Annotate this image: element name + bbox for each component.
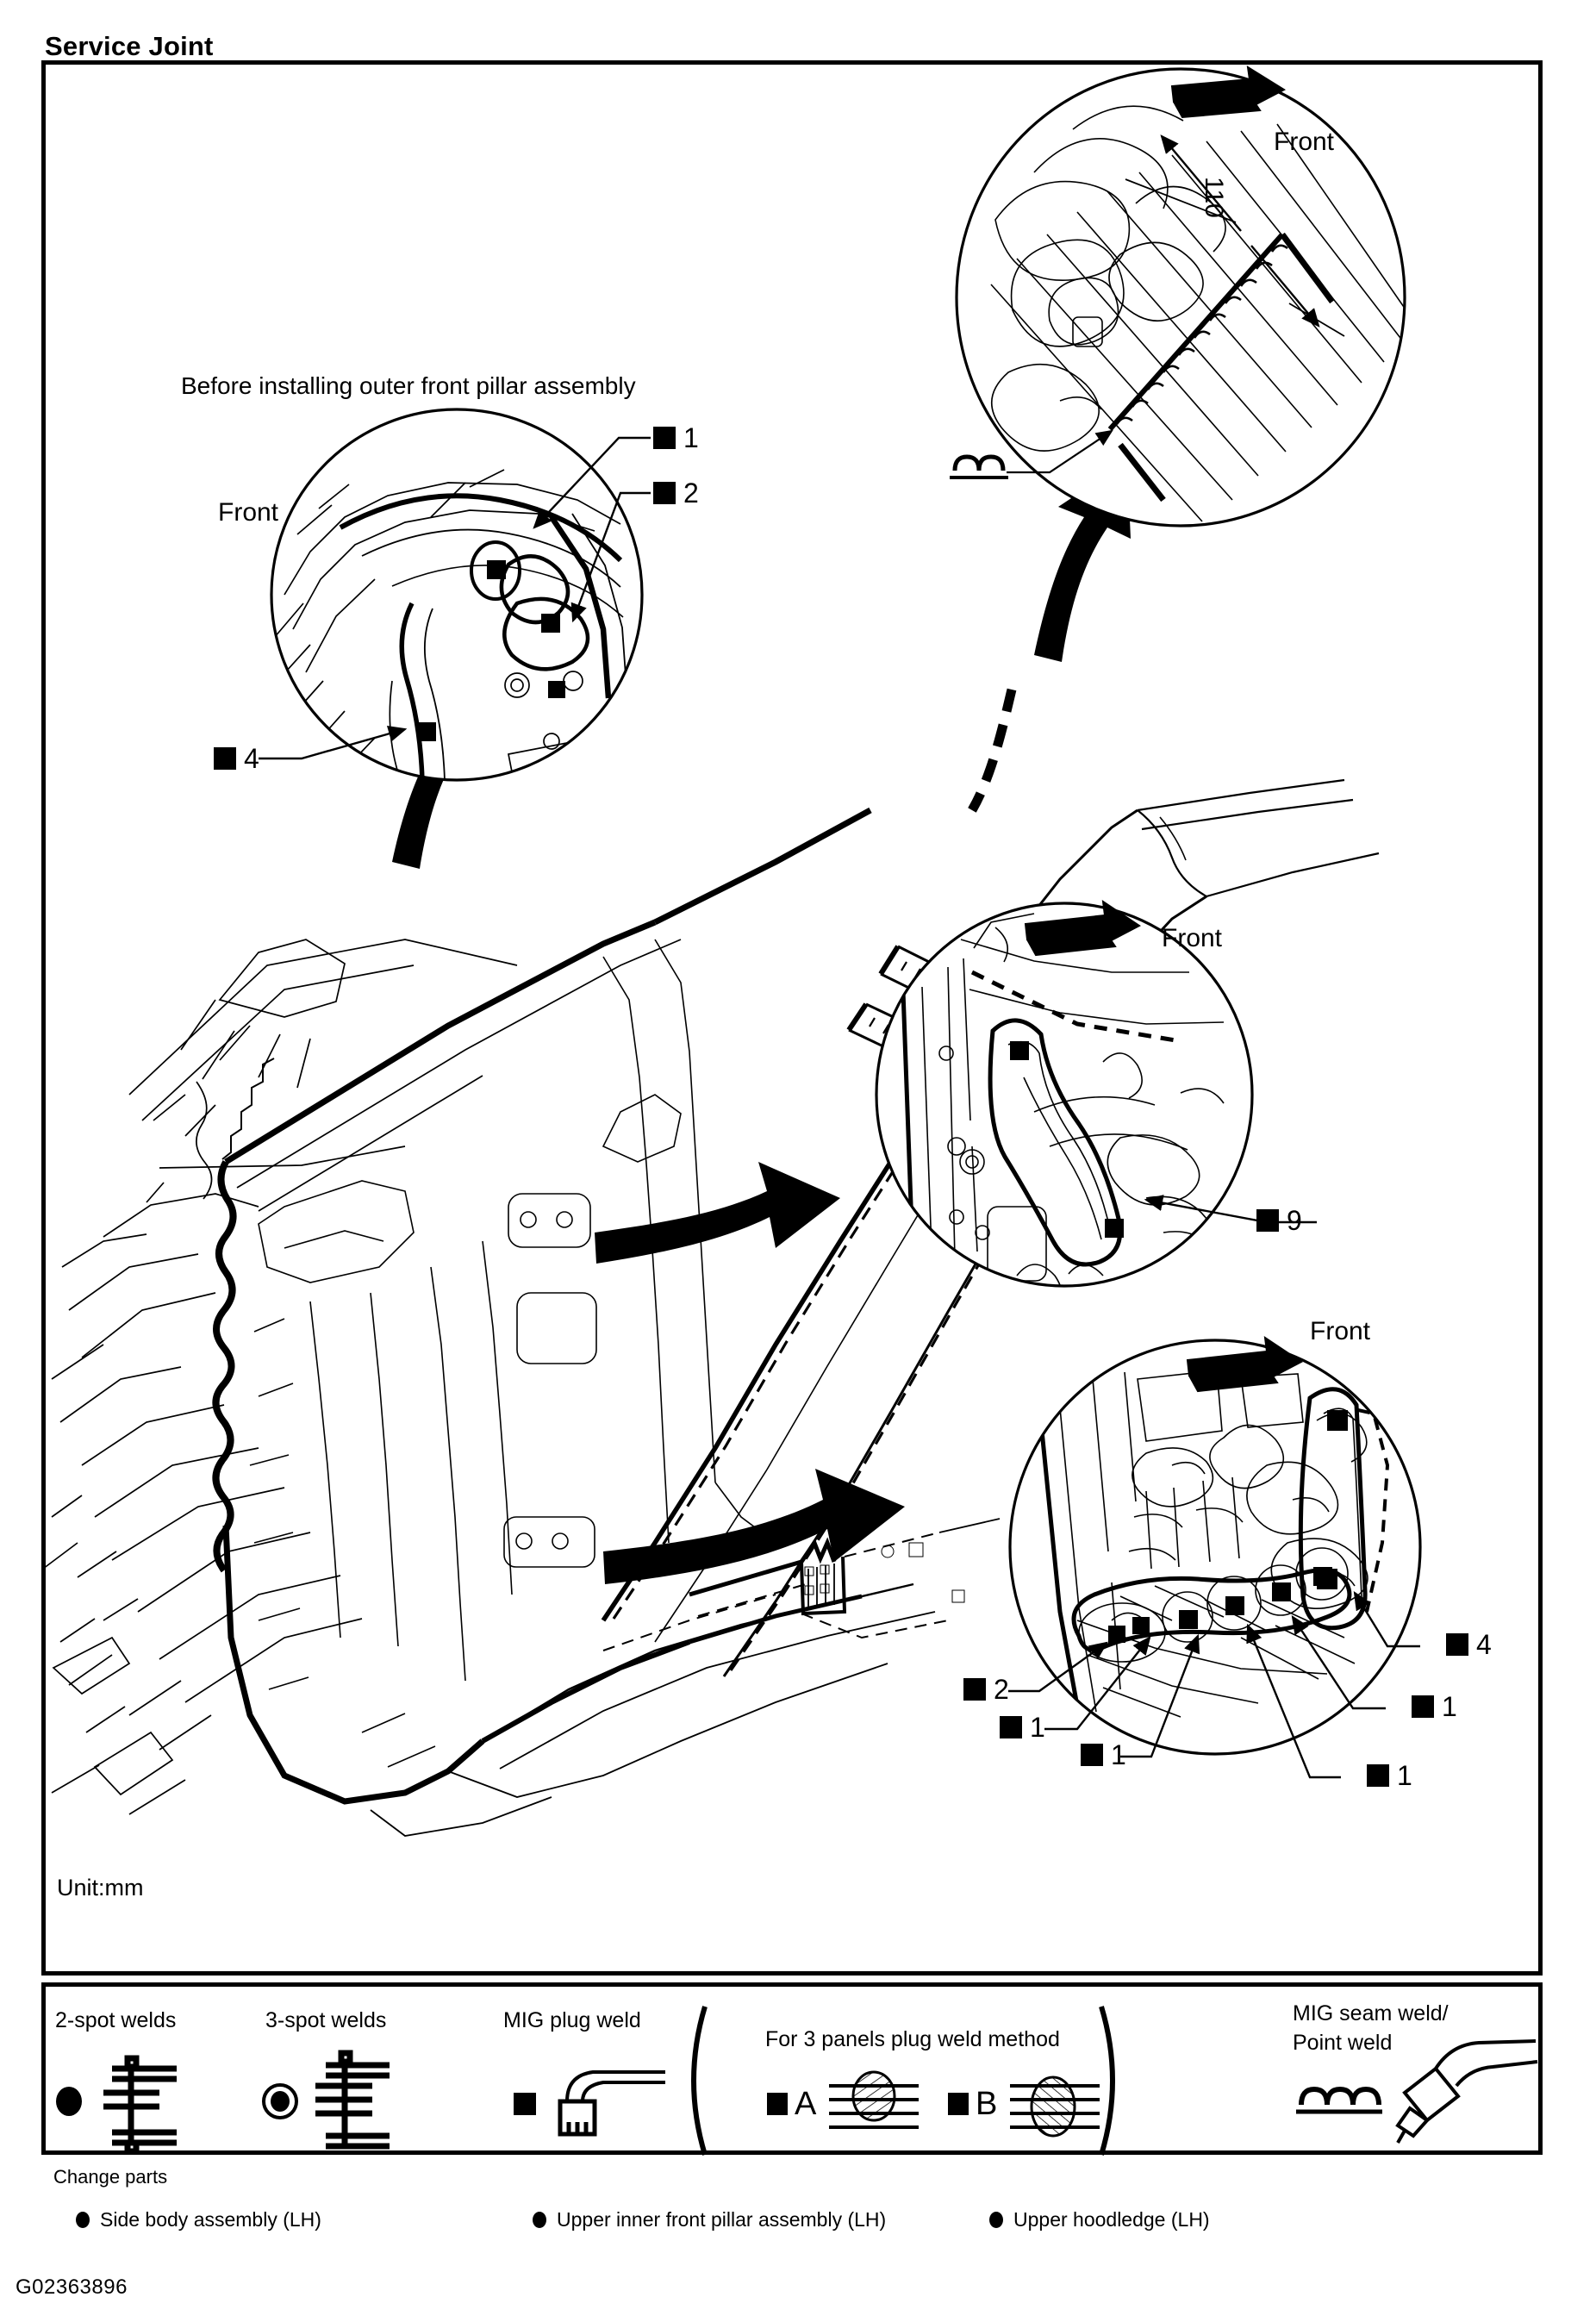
change-part-item-1: Side body assembly (LH) [76, 2208, 321, 2231]
legend-frame [41, 1982, 1543, 2155]
legend-option-b-glyph [948, 2075, 1100, 2138]
callout-number: 1 [1030, 1712, 1045, 1743]
legend-group-heading: For 3 panels plug weld method [765, 2027, 1060, 2051]
plug-weld-square-icon [214, 747, 236, 770]
callout-number: 1 [1442, 1691, 1457, 1722]
legend-option-b-letter: B [976, 2086, 998, 2122]
legend-3spot-glyph [262, 2050, 390, 2150]
callout-before-install-1: 1 [653, 424, 699, 452]
dimension-110: 110 [1200, 177, 1228, 218]
callout-before-install-2: 2 [653, 479, 699, 507]
legend-label-2-spot-welds: 2-spot welds [55, 2008, 177, 2032]
legend-2spot-glyph [56, 2055, 177, 2155]
legend-label-3-spot-welds: 3-spot welds [265, 2008, 387, 2032]
callout-number: 2 [683, 478, 699, 509]
change-part-item-2: Upper inner front pillar assembly (LH) [533, 2208, 886, 2231]
legend-mig-plug-glyph [514, 2070, 665, 2137]
callout-number: 1 [683, 422, 699, 453]
legend-label-mig-seam-weld-line1: MIG seam weld/ [1293, 2001, 1449, 2026]
bullet-dot-icon [989, 2212, 1003, 2228]
plug-weld-square-icon [653, 427, 676, 449]
callout-bottom-right-2: 2 [963, 1676, 1009, 1703]
front-label-mid-right: Front [1162, 924, 1223, 952]
callout-bottom-right-1a: 1 [1412, 1693, 1457, 1720]
callout-number: 4 [1476, 1629, 1492, 1660]
legend-mig-seam-glyph [1296, 2039, 1538, 2144]
plug-weld-square-icon [963, 1678, 986, 1701]
change-part-label: Side body assembly (LH) [100, 2208, 321, 2231]
front-label-bottom-right: Front [1310, 1317, 1371, 1345]
bullet-dot-icon [533, 2212, 546, 2228]
legend-option-a-letter: A [795, 2086, 817, 2122]
front-label-before-install: Front [218, 498, 279, 527]
page-title: Service Joint [45, 31, 214, 61]
callout-bottom-right-1c: 1 [1081, 1741, 1126, 1769]
bullet-dot-icon [76, 2212, 90, 2228]
plug-weld-square-icon [1412, 1695, 1434, 1718]
callout-mid-right-9: 9 [1256, 1207, 1302, 1234]
legend-label-point-weld-line2: Point weld [1293, 2031, 1393, 2055]
callout-bottom-right-1d: 1 [1000, 1713, 1045, 1741]
callout-number: 2 [994, 1674, 1009, 1705]
plug-weld-square-icon [1256, 1209, 1279, 1232]
change-part-item-3: Upper hoodledge (LH) [989, 2208, 1210, 2231]
change-part-label: Upper inner front pillar assembly (LH) [557, 2208, 887, 2231]
callout-bottom-right-4: 4 [1446, 1631, 1492, 1658]
callout-number: 4 [244, 743, 259, 774]
plug-weld-square-icon [653, 482, 676, 504]
unit-note: Unit:mm [57, 1875, 144, 1901]
callout-number: 1 [1397, 1760, 1412, 1791]
plug-weld-square-icon [1367, 1764, 1389, 1787]
before-install-heading: Before installing outer front pillar ass… [181, 372, 636, 399]
front-label-top-right: Front [1274, 128, 1335, 156]
plug-weld-square-icon [1000, 1716, 1022, 1738]
plug-weld-square-icon [1446, 1633, 1468, 1656]
legend-option-a-glyph [767, 2070, 919, 2129]
callout-number: 1 [1111, 1739, 1126, 1770]
callout-bottom-right-1b: 1 [1367, 1762, 1412, 1789]
change-parts-heading: Change parts [53, 2166, 168, 2188]
plug-weld-square-icon [1081, 1744, 1103, 1766]
figure-id: G02363896 [16, 2275, 128, 2299]
legend-label-mig-plug-weld: MIG plug weld [503, 2008, 641, 2032]
change-part-label: Upper hoodledge (LH) [1013, 2208, 1210, 2231]
callout-number: 9 [1287, 1205, 1302, 1236]
callout-before-install-4: 4 [214, 745, 259, 772]
